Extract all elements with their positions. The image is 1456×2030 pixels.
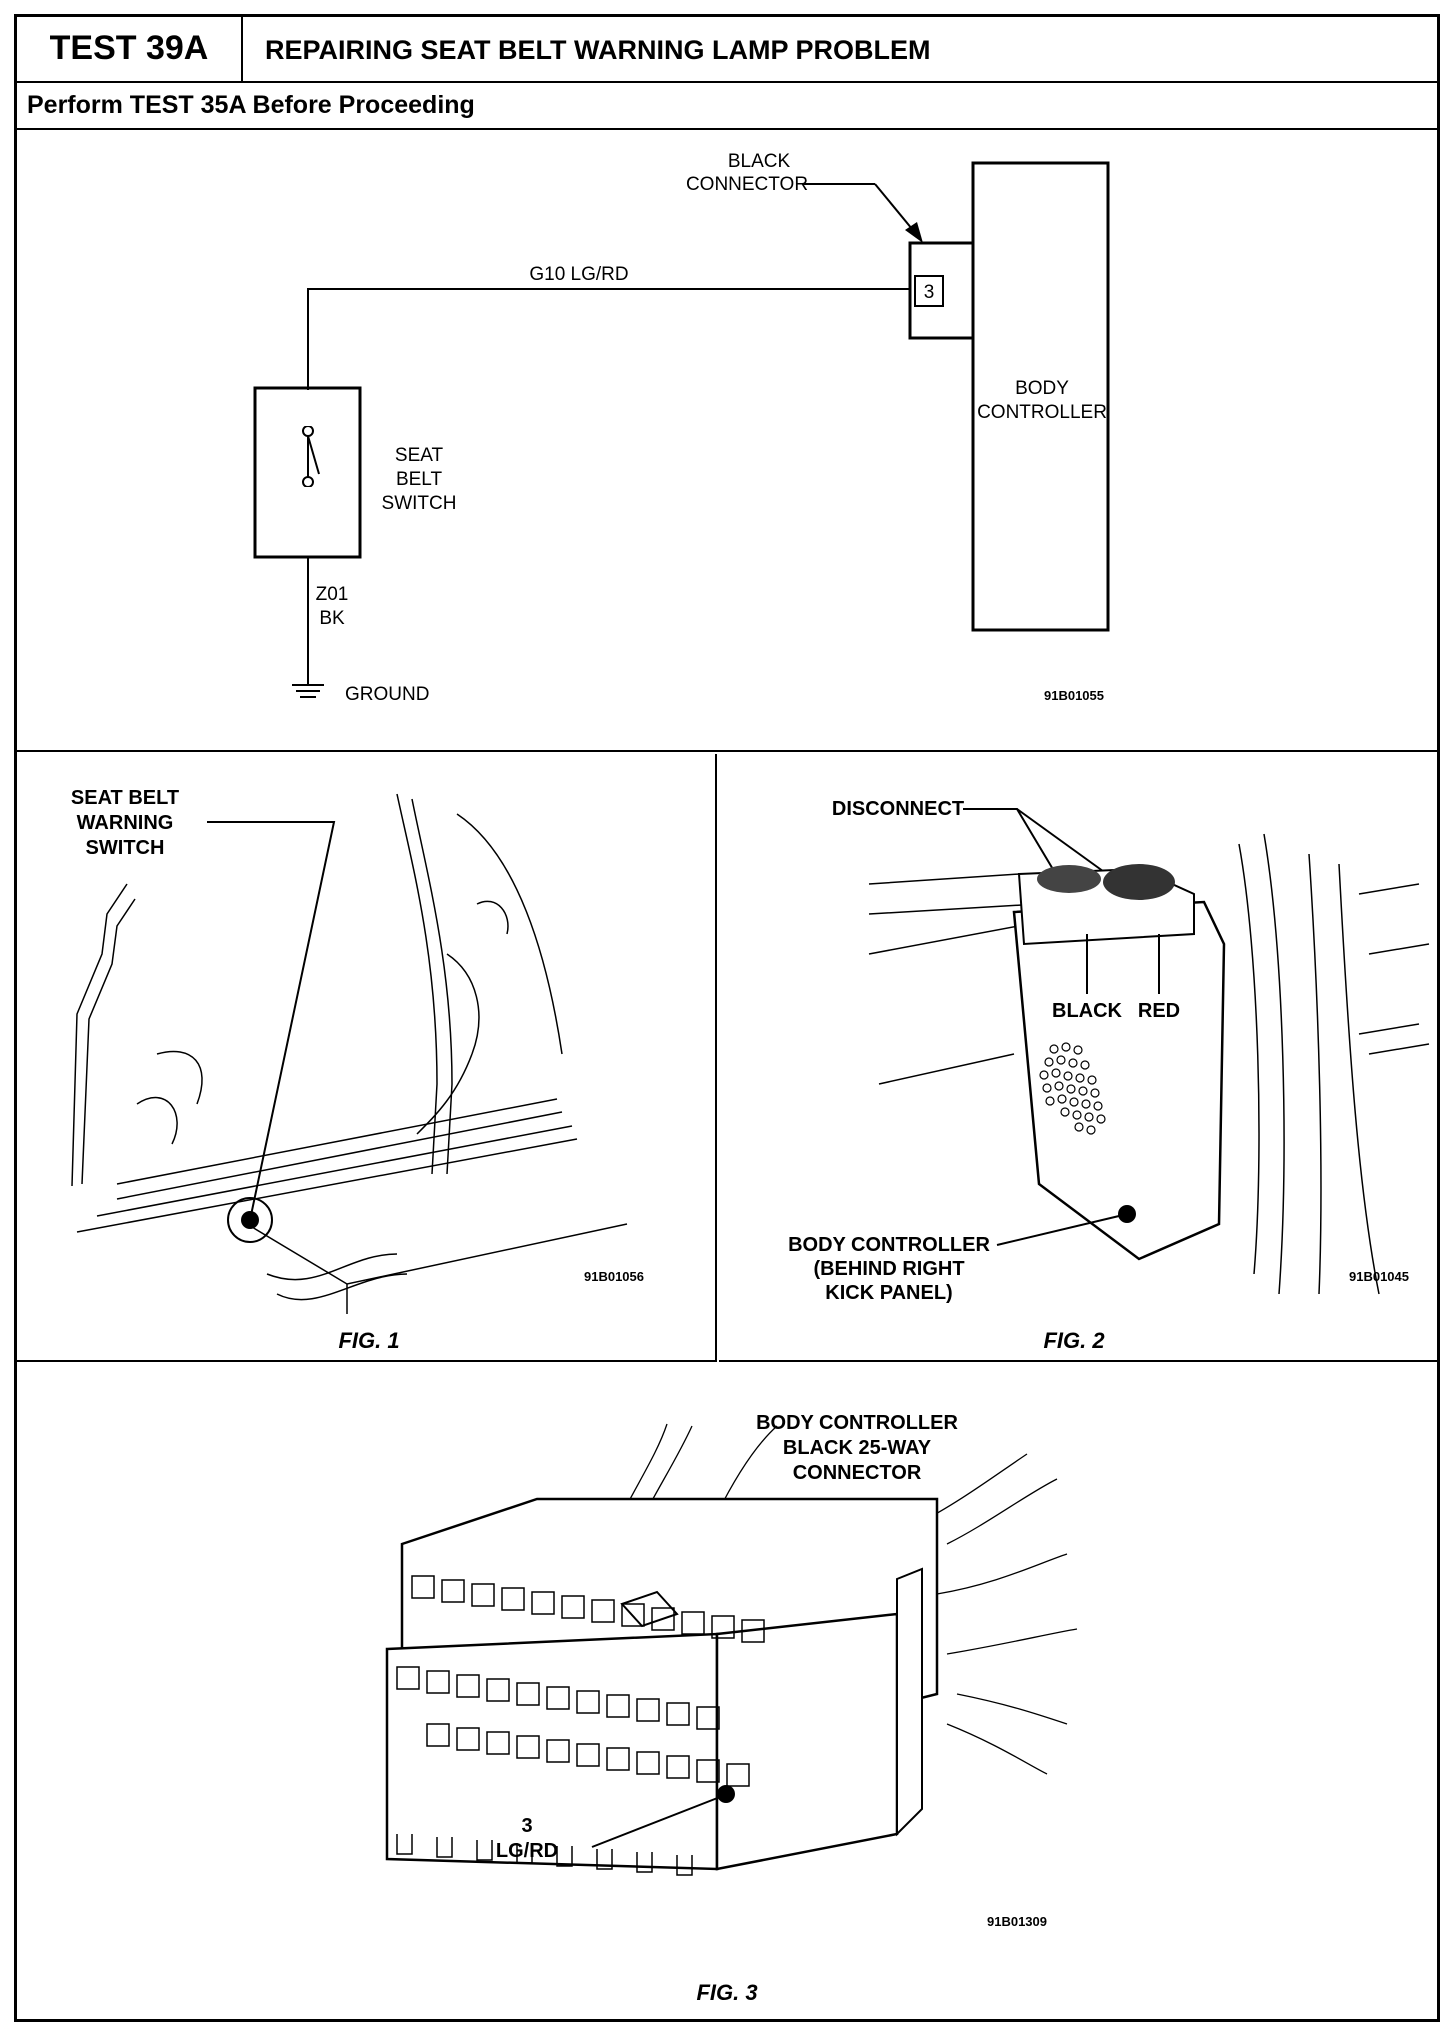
fig3-title-3: CONNECTOR <box>793 1462 922 1484</box>
seat-belt-switch-marker <box>227 1197 273 1243</box>
fig3-title-1: BODY CONTROLLER <box>756 1412 958 1434</box>
test-title: REPAIRING SEAT BELT WARNING LAMP PROBLEM <box>265 35 931 65</box>
body-controller-label-2: CONTROLLER <box>977 402 1107 423</box>
switch-contact-bottom <box>302 476 314 488</box>
fig3-illustration: BODY CONTROLLER BLACK 25-WAY CONNECTOR <box>385 1412 1078 2005</box>
red-connector-plug <box>1103 864 1175 900</box>
fig3-pin-label-2: LG/RD <box>496 1840 558 1862</box>
fig2-bc-label-1: BODY CONTROLLER <box>788 1234 990 1256</box>
connector-front-face <box>385 1632 719 1871</box>
fig3-caption: FIG. 3 <box>696 1980 757 2005</box>
body-controller-marker <box>1118 1205 1136 1223</box>
header-row: TEST 39A REPAIRING SEAT BELT WARNING LAM… <box>17 17 1437 83</box>
fig2-bc-label-3: KICK PANEL) <box>825 1282 952 1304</box>
schematic-ref-code: 91B01055 <box>1044 688 1104 703</box>
switch-label-1: SEAT <box>395 445 444 466</box>
kick-panel-sketch <box>868 833 1430 1295</box>
schematic-panel: BLACK CONNECTOR BODY CONTROLLER 3 G10 LG… <box>17 130 1437 752</box>
fig1-illustration: SEAT BELT WARNING SWITCH <box>71 787 644 1353</box>
body-controller-label-1: BODY <box>1015 378 1069 399</box>
disconnect-leader-1 <box>963 808 1058 877</box>
fig1-callout-2: WARNING <box>77 812 174 834</box>
black-connector-label-2: CONNECTOR <box>686 174 808 195</box>
fig2-panel: DISCONNECT BLACK <box>719 754 1437 1362</box>
body-controller-box <box>971 161 1110 632</box>
connector-arrow-line <box>874 183 918 236</box>
fig1-panel: SEAT BELT WARNING SWITCH <box>17 754 717 1362</box>
black-connector-box <box>908 241 975 340</box>
black-label: BLACK <box>1052 1000 1123 1022</box>
fig3-pin-label-1: 3 <box>521 1815 532 1837</box>
pin-3-marker <box>717 1785 735 1803</box>
body-controller-module <box>1012 900 1226 1261</box>
connector-wires <box>616 1423 1078 1775</box>
ground-wire-label-2: BK <box>319 608 345 629</box>
red-label: RED <box>1138 1000 1180 1022</box>
seat-belt-switch-icon <box>241 1211 259 1229</box>
door-frame-sketch <box>71 793 628 1314</box>
pin-3-leader <box>591 1796 721 1848</box>
switch-blade <box>307 435 320 475</box>
test-id: TEST 39A <box>17 17 243 81</box>
fig1-ref-code: 91B01056 <box>584 1269 644 1284</box>
connector-flange <box>896 1567 923 1837</box>
disconnect-leader-2 <box>1016 808 1108 875</box>
fig2-illustration: DISCONNECT BLACK <box>788 798 1430 1353</box>
body-controller-leader <box>996 1215 1120 1246</box>
fig2-bc-label-2: (BEHIND RIGHT <box>813 1258 964 1280</box>
page-frame: TEST 39A REPAIRING SEAT BELT WARNING LAM… <box>14 14 1440 2022</box>
pin-cavities <box>396 1575 765 1787</box>
fig3-ref-code: 91B01309 <box>987 1914 1047 1929</box>
pin-number: 3 <box>924 282 935 303</box>
switch-contact-top <box>302 425 314 437</box>
switch-label-3: SWITCH <box>382 493 457 514</box>
connector-teeth <box>396 1834 693 1876</box>
subtitle-row: Perform TEST 35A Before Proceeding <box>17 83 1437 130</box>
vent-holes <box>1039 1042 1106 1135</box>
black-connector-label-1: BLACK <box>728 151 791 172</box>
connector-side-face <box>715 1612 899 1871</box>
fig1-leader <box>207 821 336 1221</box>
fig1-callout-1: SEAT BELT <box>71 787 179 809</box>
wire-g10 <box>307 288 910 522</box>
black-connector-plug <box>1037 865 1101 893</box>
ground-wire-label-1: Z01 <box>316 584 349 605</box>
wire-label: G10 LG/RD <box>529 264 628 285</box>
fig1-callout-3: SWITCH <box>86 837 165 859</box>
connector-latch <box>620 1590 679 1628</box>
switch-gap-top <box>304 390 312 426</box>
ground-label: GROUND <box>345 684 429 705</box>
fig3-panel: BODY CONTROLLER BLACK 25-WAY CONNECTOR <box>17 1364 1437 2019</box>
fig3-title-2: BLACK 25-WAY <box>783 1437 932 1459</box>
fig2-caption: FIG. 2 <box>1043 1328 1105 1353</box>
subtitle: Perform TEST 35A Before Proceeding <box>27 91 475 119</box>
disconnect-label: DISCONNECT <box>832 798 964 820</box>
fig2-ref-code: 91B01045 <box>1349 1269 1409 1284</box>
pin-box <box>914 275 944 307</box>
switch-label-2: BELT <box>396 469 443 490</box>
fig1-caption: FIG. 1 <box>338 1328 399 1353</box>
connector-arrowhead <box>905 222 923 243</box>
wiring-schematic: BLACK CONNECTOR BODY CONTROLLER 3 G10 LG… <box>253 151 1110 705</box>
switch-gap-bottom <box>304 487 312 555</box>
